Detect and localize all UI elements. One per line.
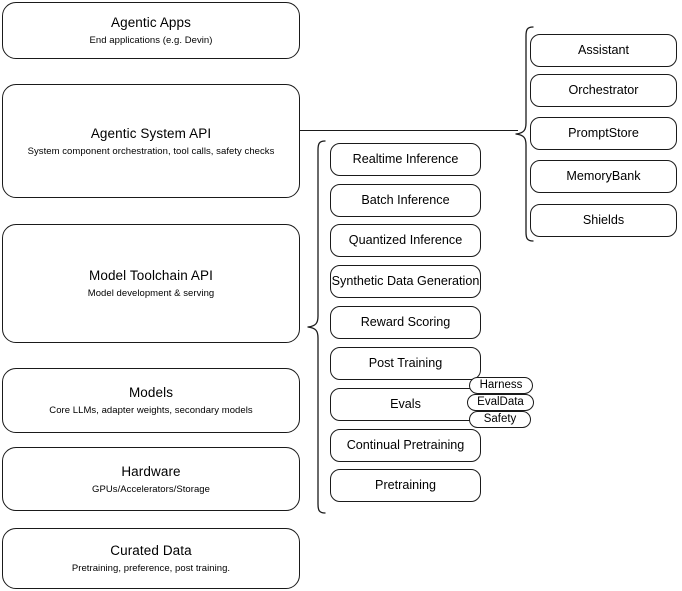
item-label: Batch Inference bbox=[361, 193, 450, 207]
item-label: Continual Pretraining bbox=[346, 438, 465, 452]
item-label: Post Training bbox=[368, 356, 443, 370]
item-label: Synthetic Data Generation bbox=[331, 274, 480, 288]
layer-title: Agentic Apps bbox=[110, 15, 191, 30]
component-item-memorybank[interactable]: MemoryBank bbox=[530, 160, 677, 193]
item-label: Orchestrator bbox=[568, 83, 639, 97]
badge-label: Harness bbox=[479, 379, 523, 391]
brace-model-toolchain bbox=[306, 140, 326, 514]
layer-title: Model Toolchain API bbox=[89, 268, 213, 283]
layer-box-model-toolchain-api[interactable]: Model Toolchain API Model development & … bbox=[2, 224, 300, 343]
item-label: MemoryBank bbox=[566, 169, 641, 183]
badge-label: EvalData bbox=[477, 396, 524, 408]
layer-subtitle: GPUs/Accelerators/Storage bbox=[92, 483, 210, 495]
layer-subtitle: End applications (e.g. Devin) bbox=[89, 35, 213, 46]
badge-label: Safety bbox=[483, 413, 517, 425]
component-item-orchestrator[interactable]: Orchestrator bbox=[530, 74, 677, 107]
toolchain-item-reward-scoring[interactable]: Reward Scoring bbox=[330, 306, 481, 339]
component-item-shields[interactable]: Shields bbox=[530, 204, 677, 237]
item-label: Assistant bbox=[577, 43, 630, 57]
item-label: Reward Scoring bbox=[360, 315, 451, 329]
toolchain-item-pretraining[interactable]: Pretraining bbox=[330, 469, 481, 502]
toolchain-item-batch-inference[interactable]: Batch Inference bbox=[330, 184, 481, 217]
layer-title: Agentic System API bbox=[90, 125, 212, 141]
evals-badge-evaldata[interactable]: EvalData bbox=[467, 394, 534, 411]
item-label: Evals bbox=[390, 397, 421, 411]
layer-title: Curated Data bbox=[110, 543, 192, 558]
toolchain-item-continual-pretraining[interactable]: Continual Pretraining bbox=[330, 429, 481, 462]
layer-box-models[interactable]: Models Core LLMs, adapter weights, secon… bbox=[2, 368, 300, 433]
layer-box-agentic-apps[interactable]: Agentic Apps End applications (e.g. Devi… bbox=[2, 2, 300, 59]
layer-subtitle: Model development & serving bbox=[87, 288, 215, 299]
toolchain-item-synthetic-data-generation[interactable]: Synthetic Data Generation bbox=[330, 265, 481, 298]
item-label: Pretraining bbox=[375, 478, 436, 492]
brace-agentic-system-components bbox=[514, 26, 534, 242]
layer-box-hardware[interactable]: Hardware GPUs/Accelerators/Storage bbox=[2, 447, 300, 511]
item-label: PromptStore bbox=[568, 126, 639, 140]
layer-subtitle: Core LLMs, adapter weights, secondary mo… bbox=[49, 405, 253, 416]
layer-subtitle: System component orchestration, tool cal… bbox=[27, 145, 275, 157]
item-label: Quantized Inference bbox=[348, 233, 463, 247]
evals-badge-safety[interactable]: Safety bbox=[469, 411, 531, 428]
component-item-assistant[interactable]: Assistant bbox=[530, 34, 677, 67]
connector-agentic-system-api-to-components bbox=[300, 130, 518, 132]
layer-title: Models bbox=[128, 385, 174, 400]
toolchain-item-post-training[interactable]: Post Training bbox=[330, 347, 481, 380]
item-label: Realtime Inference bbox=[352, 152, 459, 166]
layer-subtitle: Pretraining, preference, post training. bbox=[71, 563, 231, 574]
item-label: Shields bbox=[582, 213, 625, 227]
toolchain-item-evals[interactable]: Evals bbox=[330, 388, 481, 421]
component-item-promptstore[interactable]: PromptStore bbox=[530, 117, 677, 150]
layer-box-agentic-system-api[interactable]: Agentic System API System component orch… bbox=[2, 84, 300, 198]
evals-badge-harness[interactable]: Harness bbox=[469, 377, 533, 394]
layer-box-curated-data[interactable]: Curated Data Pretraining, preference, po… bbox=[2, 528, 300, 589]
toolchain-item-quantized-inference[interactable]: Quantized Inference bbox=[330, 224, 481, 257]
layer-title: Hardware bbox=[121, 463, 181, 479]
toolchain-item-realtime-inference[interactable]: Realtime Inference bbox=[330, 143, 481, 176]
